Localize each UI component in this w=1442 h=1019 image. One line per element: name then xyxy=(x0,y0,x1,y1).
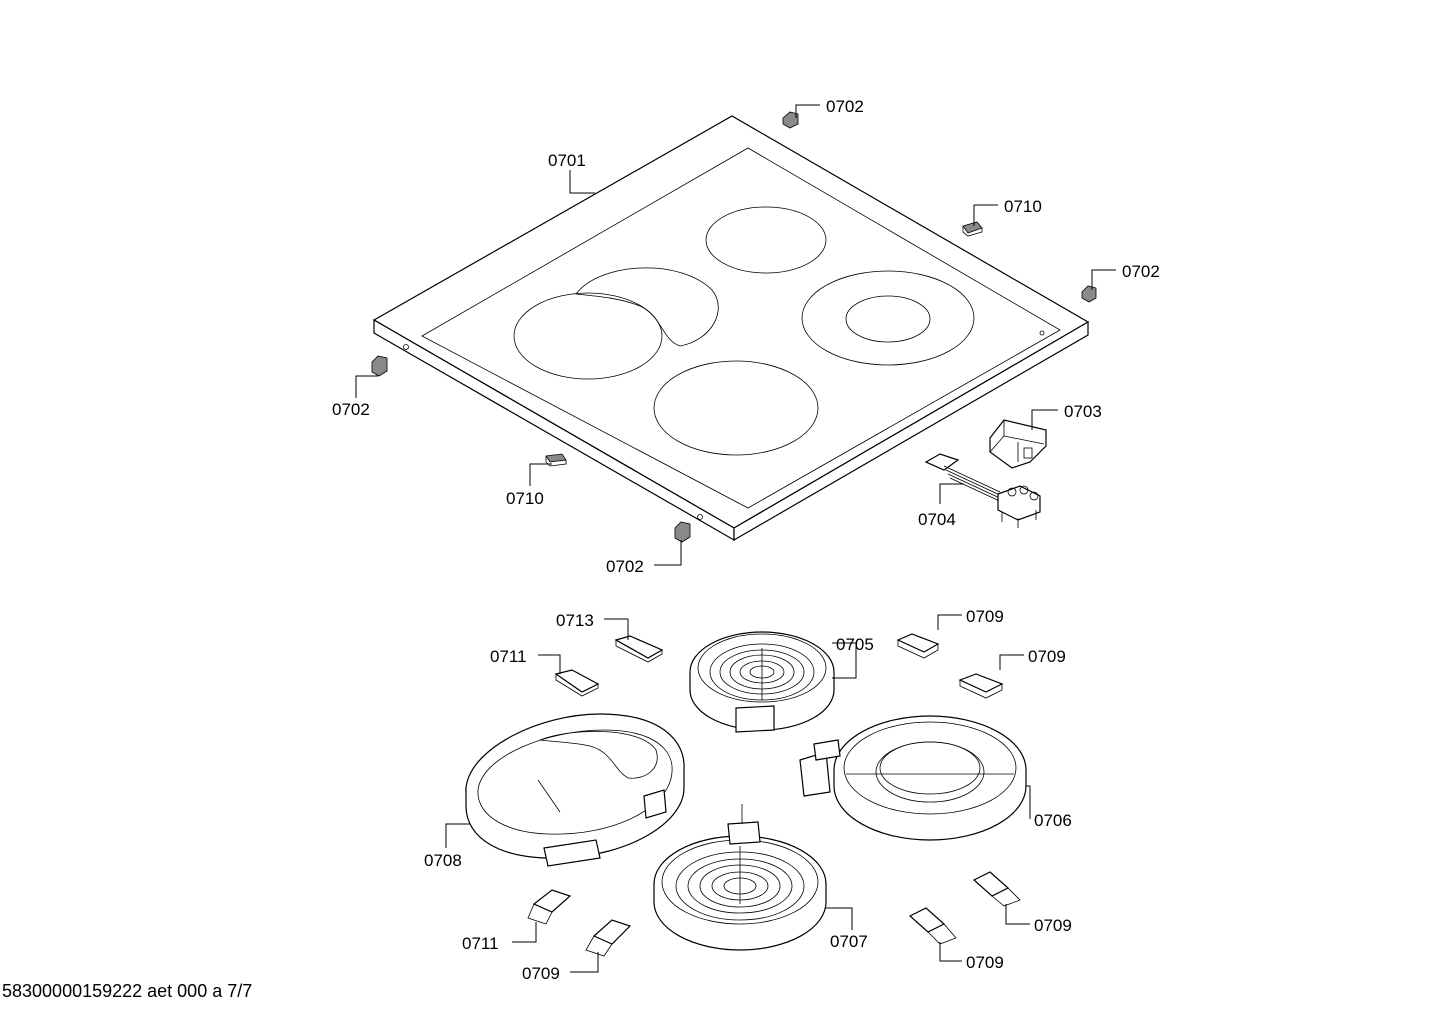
clip-0702-right xyxy=(1081,285,1097,303)
callout-0709-c: 0709 xyxy=(1034,916,1072,935)
cooking-zone-right-inner xyxy=(845,295,931,343)
heating-element-0705 xyxy=(689,631,835,733)
callout-0709-b: 0709 xyxy=(1028,647,1066,666)
callout-0711-top: 0711 xyxy=(490,647,527,666)
callout-0710-left: 0710 xyxy=(506,489,544,508)
callout-0706: 0706 xyxy=(1034,811,1072,830)
terminal-cover-0703 xyxy=(989,419,1047,469)
callout-0707: 0707 xyxy=(830,932,868,951)
callout-0704: 0704 xyxy=(918,510,956,529)
callout-0702-top: 0702 xyxy=(826,97,864,116)
callout-0703: 0703 xyxy=(1064,402,1102,421)
clip-0702-top xyxy=(782,111,799,129)
cooking-zone-right-outer xyxy=(801,270,975,366)
callout-0701: 0701 xyxy=(548,151,586,170)
callout-0713: 0713 xyxy=(556,611,594,630)
bracket-0713 xyxy=(614,635,664,663)
bracket-0711-top xyxy=(554,669,600,697)
cooking-zone-rear xyxy=(705,206,827,274)
bracket-0711-bottom xyxy=(527,889,572,925)
callout-0709-a: 0709 xyxy=(966,607,1004,626)
bracket-0709-c xyxy=(585,919,632,957)
callout-0702-left: 0702 xyxy=(332,400,370,419)
callout-0705: 0705 xyxy=(836,635,874,654)
seal-0710-right xyxy=(962,221,983,237)
callout-labels: 0702 0701 0710 0702 0702 0703 0710 0704 … xyxy=(332,97,1160,983)
heating-element-0706 xyxy=(799,715,1027,841)
callout-0709-d: 0709 xyxy=(966,953,1004,972)
callout-0702-bottom: 0702 xyxy=(606,557,644,576)
cable-harness-0704 xyxy=(924,453,1041,528)
bracket-0709-b xyxy=(958,673,1004,699)
callout-0709-e: 0709 xyxy=(522,964,560,983)
heating-element-0708 xyxy=(465,713,685,867)
cooktop-glass-panel xyxy=(372,115,1090,542)
heating-element-0707 xyxy=(653,804,827,951)
document-code-footer: 58300000159222 aet 000 a 7/7 xyxy=(2,981,253,1001)
clip-0702-bottom xyxy=(674,521,691,543)
callout-0702-right: 0702 xyxy=(1122,262,1160,281)
seal-0710-left xyxy=(545,453,567,467)
bracket-0709-e xyxy=(972,871,1021,907)
cooking-zone-front xyxy=(653,360,819,456)
callout-0708: 0708 xyxy=(424,851,462,870)
clip-0702-left xyxy=(371,355,388,377)
callout-0711-bottom: 0711 xyxy=(462,934,499,953)
cooking-zone-roaster-extension xyxy=(575,267,719,347)
callout-0710-right: 0710 xyxy=(1004,197,1042,216)
cooking-zone-left xyxy=(513,292,663,380)
bracket-0709-d xyxy=(908,907,957,945)
leader-lines xyxy=(355,104,1116,973)
bracket-0709-a xyxy=(896,633,940,659)
